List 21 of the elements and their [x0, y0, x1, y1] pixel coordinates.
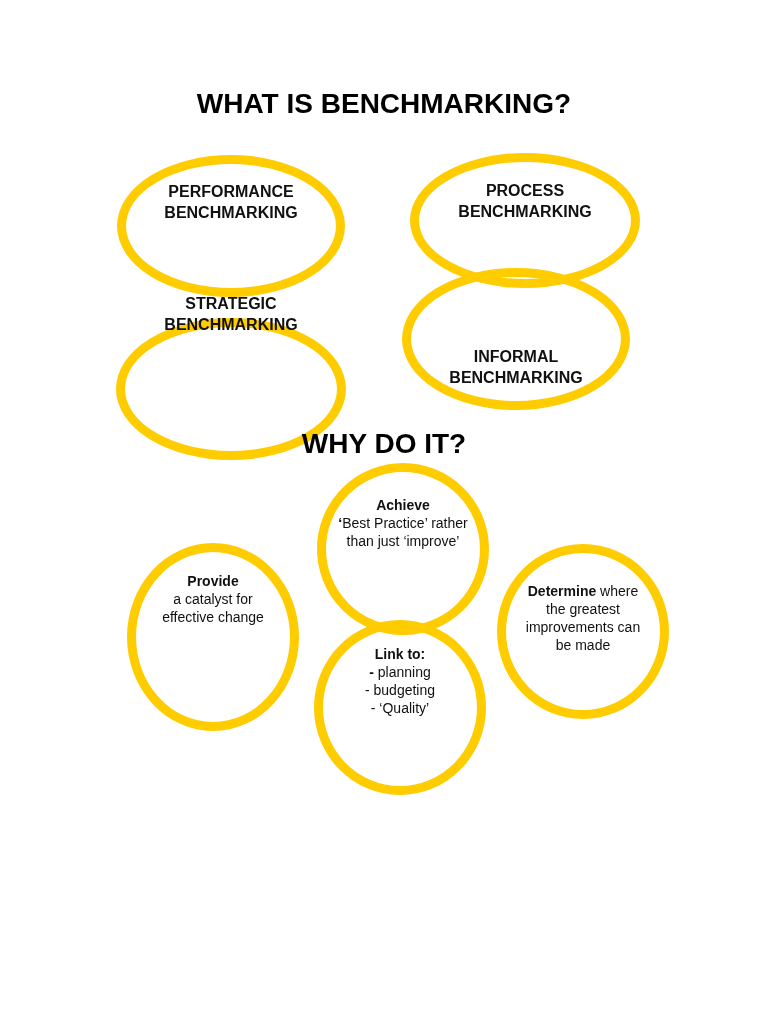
section-heading: WHY DO IT?	[300, 428, 468, 460]
node-text: ‘Best Practice’ rather than just ‘improve’	[338, 514, 468, 550]
title: WHAT IS BENCHMARKING?	[195, 88, 573, 120]
ellipse	[402, 268, 630, 410]
node-label: PERFORMANCE BENCHMARKING	[163, 182, 299, 223]
circle	[497, 544, 669, 719]
ellipse	[410, 153, 640, 288]
node-heading: Link to:	[374, 645, 426, 663]
node-heading: Achieve	[376, 496, 430, 514]
circle	[314, 620, 486, 795]
circle	[127, 543, 299, 731]
node-text: - budgeting	[364, 681, 436, 699]
node-label: PROCESS BENCHMARKING	[457, 181, 593, 222]
node-heading: Provide	[187, 572, 239, 590]
ellipse	[117, 155, 345, 297]
node-text: a catalyst for effective change	[161, 590, 265, 626]
circle	[317, 463, 489, 635]
node-text: - planning	[369, 663, 431, 681]
node-text: Determine where the greatest improvements can be made	[524, 582, 642, 654]
node-label: INFORMAL BENCHMARKING	[448, 347, 584, 388]
node-text: - ‘Quality’	[370, 699, 430, 717]
